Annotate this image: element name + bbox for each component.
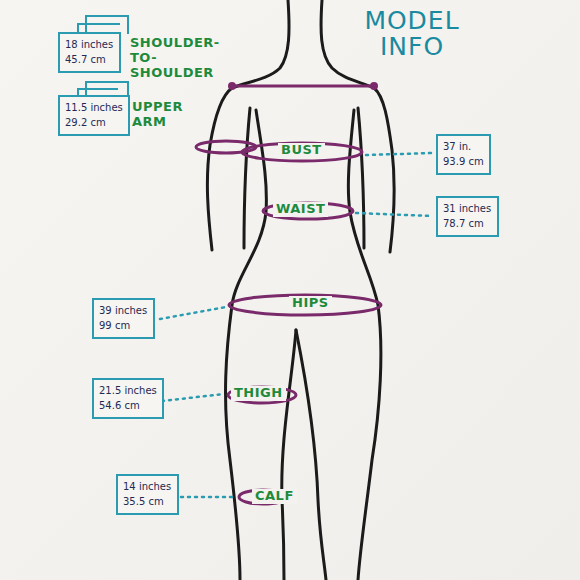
measurement-box: 39 inches99 cm xyxy=(92,298,155,339)
measurement-box: 31 inches78.7 cm xyxy=(436,196,499,237)
measurement-box: 21.5 inches54.6 cm xyxy=(92,378,164,419)
measurement-box: 18 inches45.7 cm xyxy=(58,32,121,73)
measurement-text: 54.6 cm xyxy=(99,399,157,414)
part-label: UPPER ARM xyxy=(132,100,192,130)
measurement-text: 39 inches xyxy=(99,304,148,319)
measurement-text: 45.7 cm xyxy=(65,53,114,68)
measurement-text: 35.5 cm xyxy=(123,495,172,510)
part-label: THIGH xyxy=(231,386,286,401)
part-label: WAIST xyxy=(273,202,328,217)
measurement-text: 21.5 inches xyxy=(99,384,157,399)
part-label: BUST xyxy=(278,143,325,158)
measurement-text: 78.7 cm xyxy=(443,217,492,232)
measurement-text: 29.2 cm xyxy=(65,116,123,131)
part-label: CALF xyxy=(252,489,297,504)
measurement-text: 11.5 inches xyxy=(65,101,123,116)
part-label: HIPS xyxy=(289,296,332,311)
diagram-title: MODEL INFO xyxy=(360,8,464,61)
measurement-text: 18 inches xyxy=(65,38,114,53)
measurement-box: 11.5 inches29.2 cm xyxy=(58,95,130,136)
measurement-text: 93.9 cm xyxy=(443,155,484,170)
measurement-text: 31 inches xyxy=(443,202,492,217)
measurement-text: 14 inches xyxy=(123,480,172,495)
measurement-box: 37 in.93.9 cm xyxy=(436,134,491,175)
measurement-box: 14 inches35.5 cm xyxy=(116,474,179,515)
part-label: SHOULDER- TO-SHOULDER xyxy=(130,36,238,81)
measurement-text: 99 cm xyxy=(99,319,148,334)
measurement-text: 37 in. xyxy=(443,140,484,155)
